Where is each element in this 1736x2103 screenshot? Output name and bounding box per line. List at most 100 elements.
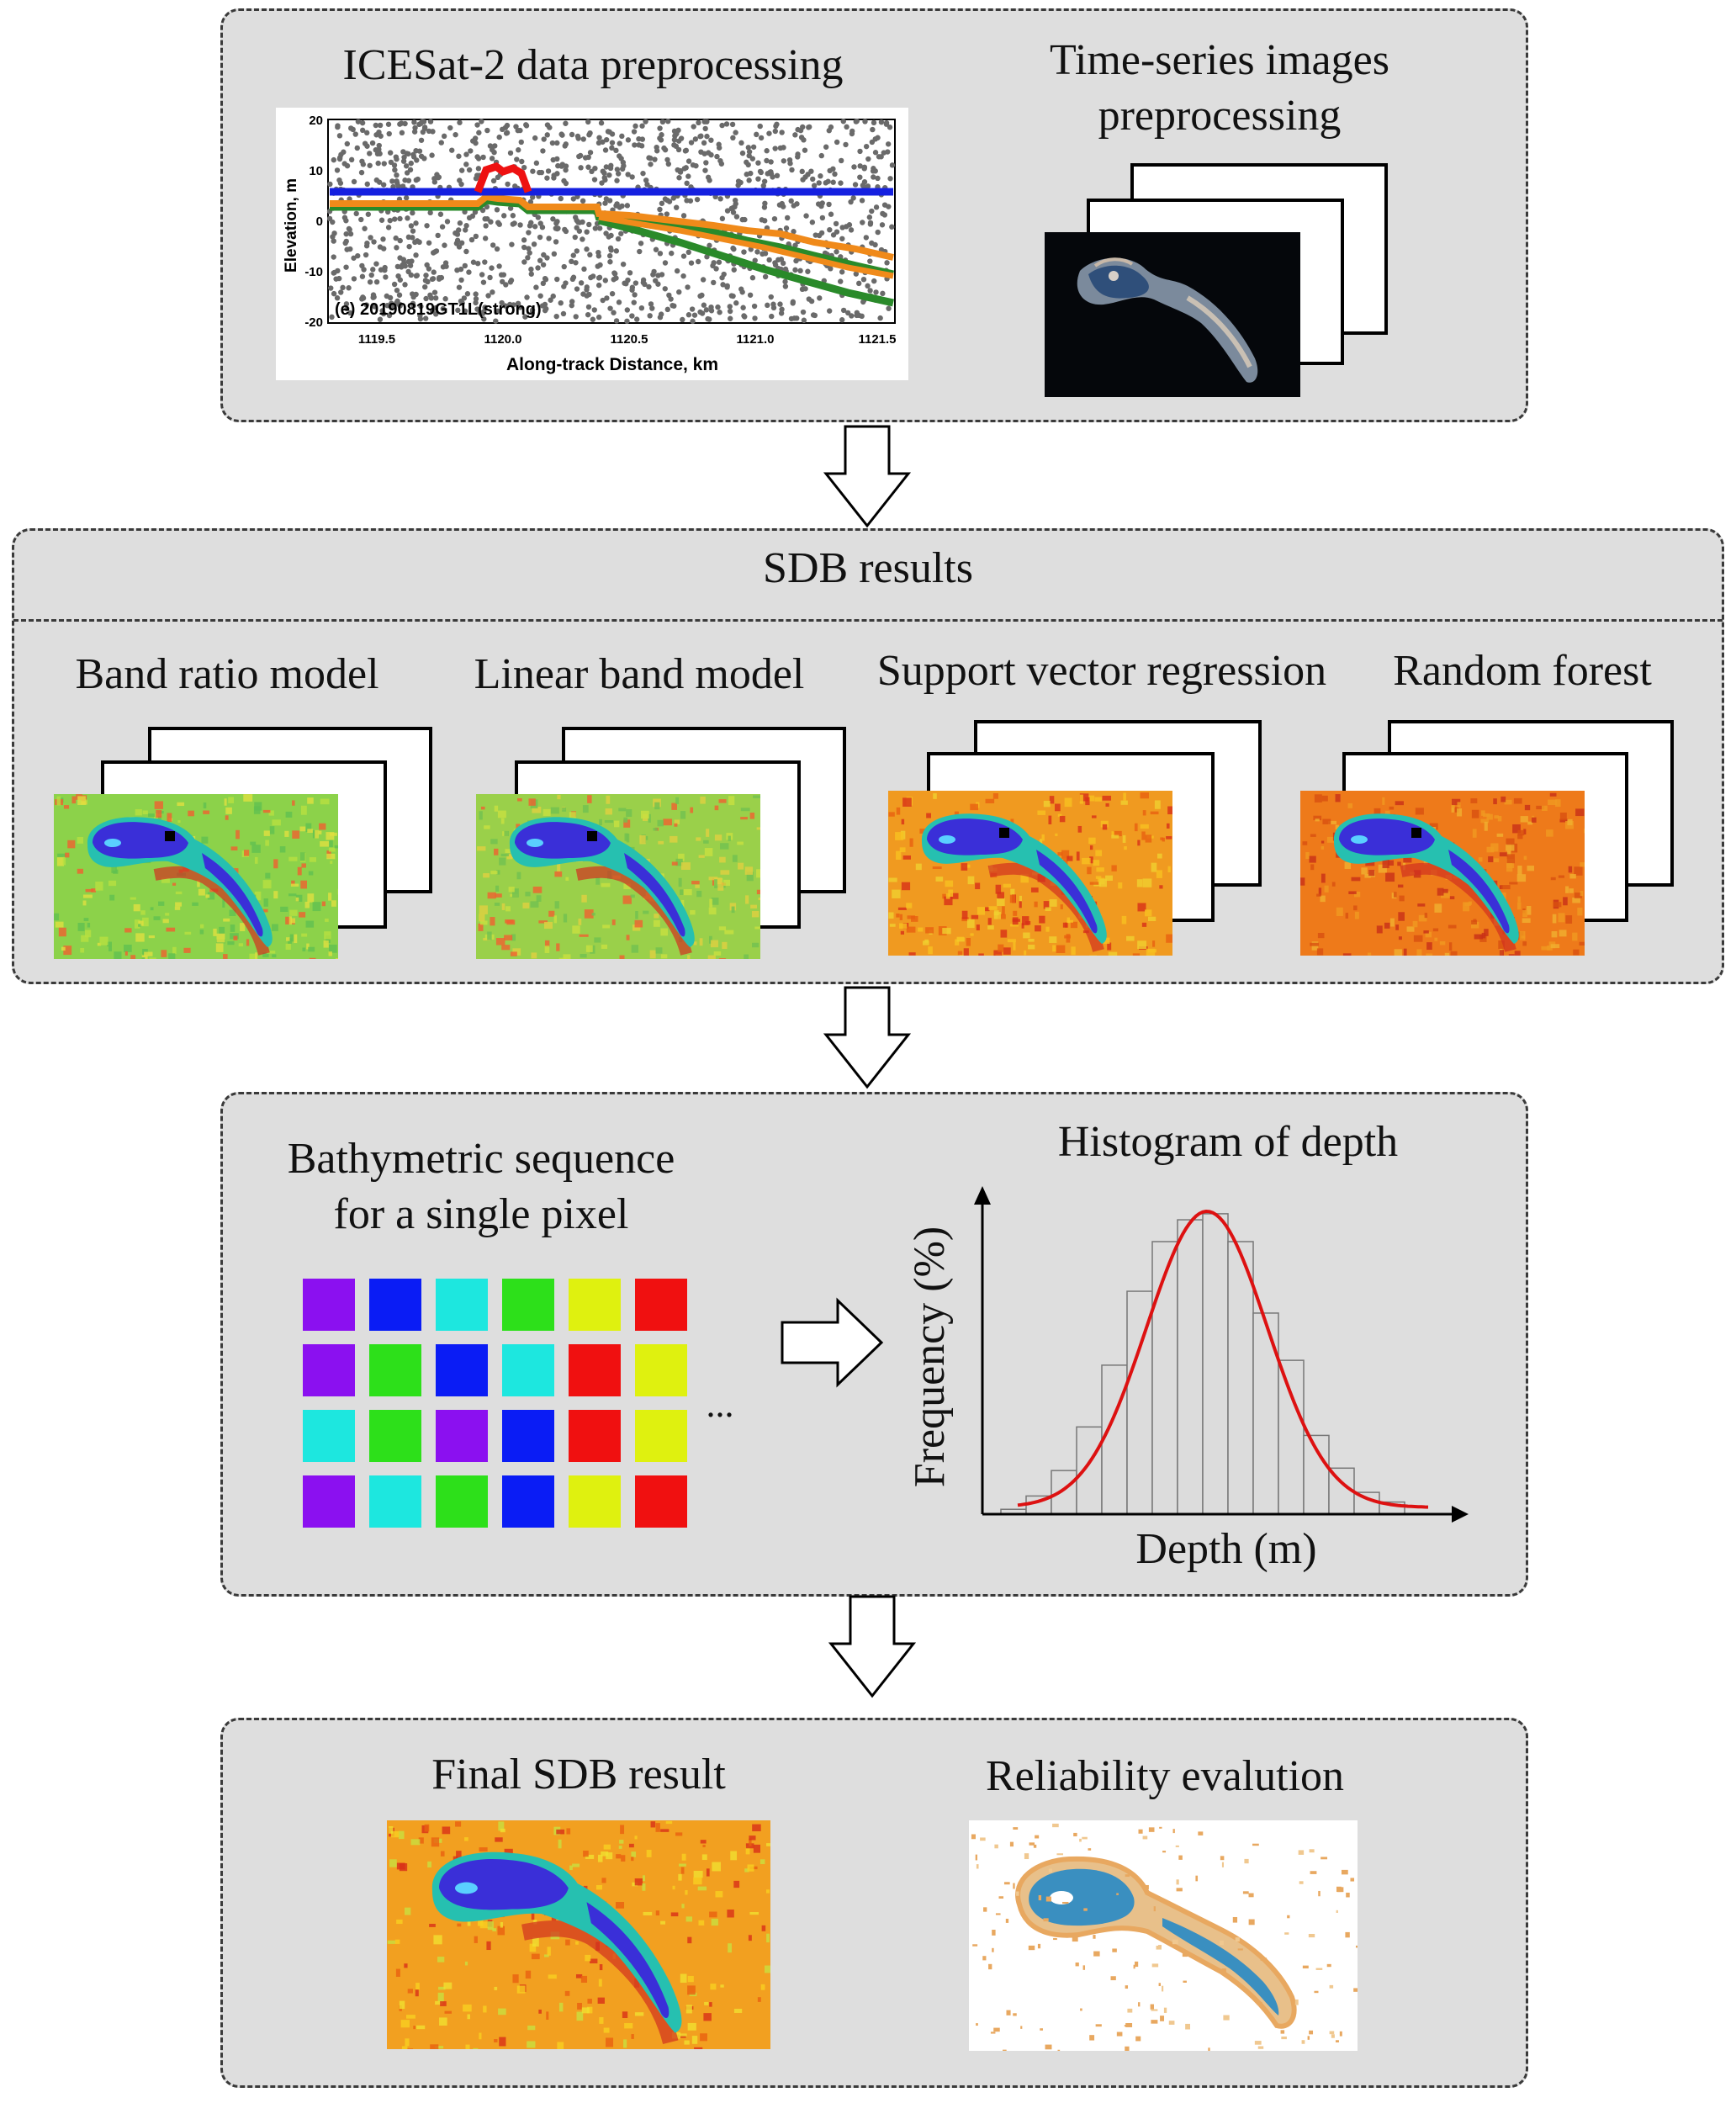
- noise-point: [412, 124, 418, 131]
- noise-point: [430, 129, 436, 135]
- noise-point: [879, 222, 886, 228]
- noise-point: [696, 119, 701, 126]
- reliability-map: [969, 1820, 1358, 2051]
- noise-point: [587, 252, 593, 258]
- noise-point: [648, 301, 654, 307]
- noise-point: [535, 265, 541, 271]
- noise-point: [885, 141, 892, 147]
- noise-point: [364, 130, 370, 136]
- noise-point: [584, 284, 590, 290]
- noise-point: [470, 259, 477, 265]
- noise-point: [662, 260, 669, 266]
- noise-point: [644, 182, 650, 188]
- pixel-cell: [569, 1279, 621, 1331]
- noise-point: [862, 119, 868, 124]
- pixel-cell: [502, 1410, 554, 1462]
- noise-point: [411, 119, 417, 125]
- noise-point: [533, 160, 540, 167]
- noise-point: [708, 137, 714, 143]
- noise-point: [698, 133, 704, 139]
- noise-point: [526, 246, 532, 252]
- noise-point: [415, 176, 421, 183]
- noise-point: [684, 180, 690, 187]
- noise-point: [735, 178, 742, 184]
- noise-point: [431, 249, 438, 255]
- signal-photon-series: [330, 162, 894, 307]
- noise-point: [355, 119, 362, 124]
- noise-point: [554, 219, 560, 225]
- noise-point: [757, 168, 764, 175]
- noise-point: [466, 167, 473, 173]
- noise-point: [680, 213, 687, 219]
- histogram-bar: [1202, 1213, 1229, 1515]
- noise-point: [413, 220, 419, 226]
- noise-point: [402, 282, 408, 288]
- noise-point: [372, 304, 378, 310]
- noise-point: [353, 210, 359, 217]
- noise-point: [730, 245, 736, 252]
- noise-point: [848, 199, 854, 205]
- noise-point: [685, 158, 692, 164]
- noise-point: [631, 129, 638, 135]
- noise-point: [620, 261, 627, 268]
- sdb-map-graphic: [1300, 791, 1585, 956]
- noise-point: [792, 132, 798, 138]
- noise-point: [636, 142, 642, 148]
- noise-point: [431, 289, 438, 295]
- y-tick-labels: 20 10 0 -10 -20: [304, 114, 323, 330]
- noise-point: [762, 200, 768, 207]
- noise-point: [853, 271, 860, 277]
- noise-point: [330, 219, 336, 225]
- y-tick: 10: [309, 164, 323, 178]
- noise-point: [533, 284, 539, 290]
- noise-point: [510, 221, 516, 227]
- noise-point: [590, 316, 596, 322]
- noise-point: [745, 145, 752, 151]
- noise-point: [873, 289, 879, 295]
- noise-point: [488, 219, 494, 225]
- sdb-header-divider: [13, 619, 1723, 622]
- noise-point: [788, 198, 794, 204]
- noise-point: [580, 198, 586, 204]
- noise-point: [670, 195, 677, 201]
- noise-point: [687, 198, 694, 204]
- noise-point: [766, 130, 772, 136]
- noise-point: [781, 145, 786, 151]
- noise-point: [860, 276, 867, 283]
- noise-point: [827, 167, 833, 174]
- histogram-x-label: Depth (m): [1135, 1525, 1317, 1573]
- noise-point: [727, 304, 733, 310]
- noise-point: [585, 164, 591, 170]
- noise-point: [543, 305, 549, 312]
- noise-point: [863, 235, 870, 241]
- noise-point: [839, 269, 845, 275]
- pixel-cell: [303, 1344, 355, 1396]
- noise-point: [412, 239, 418, 246]
- noise-point: [434, 172, 440, 177]
- noise-point: [402, 177, 408, 183]
- noise-point: [838, 157, 844, 164]
- noise-point: [517, 222, 523, 228]
- noise-point: [400, 158, 407, 164]
- noise-point: [613, 248, 620, 254]
- noise-point: [683, 165, 689, 171]
- noise-point: [522, 314, 528, 320]
- noise-point: [797, 268, 803, 274]
- noise-point: [391, 281, 398, 288]
- noise-point: [335, 268, 341, 274]
- noise-point: [675, 167, 680, 173]
- noise-point: [498, 272, 505, 278]
- noise-point: [619, 133, 625, 140]
- histogram-title: Histogram of depth: [1057, 1118, 1399, 1166]
- noise-point: [772, 262, 779, 268]
- noise-point: [458, 240, 465, 246]
- noise-point: [646, 283, 652, 290]
- x-tick: 1120.0: [484, 332, 521, 347]
- noise-point: [550, 293, 556, 299]
- noise-point: [458, 167, 465, 173]
- noise-point: [673, 143, 680, 150]
- noise-point: [701, 140, 707, 146]
- noise-point: [604, 295, 610, 301]
- noise-point: [476, 130, 482, 135]
- pixel-cell: [369, 1475, 421, 1528]
